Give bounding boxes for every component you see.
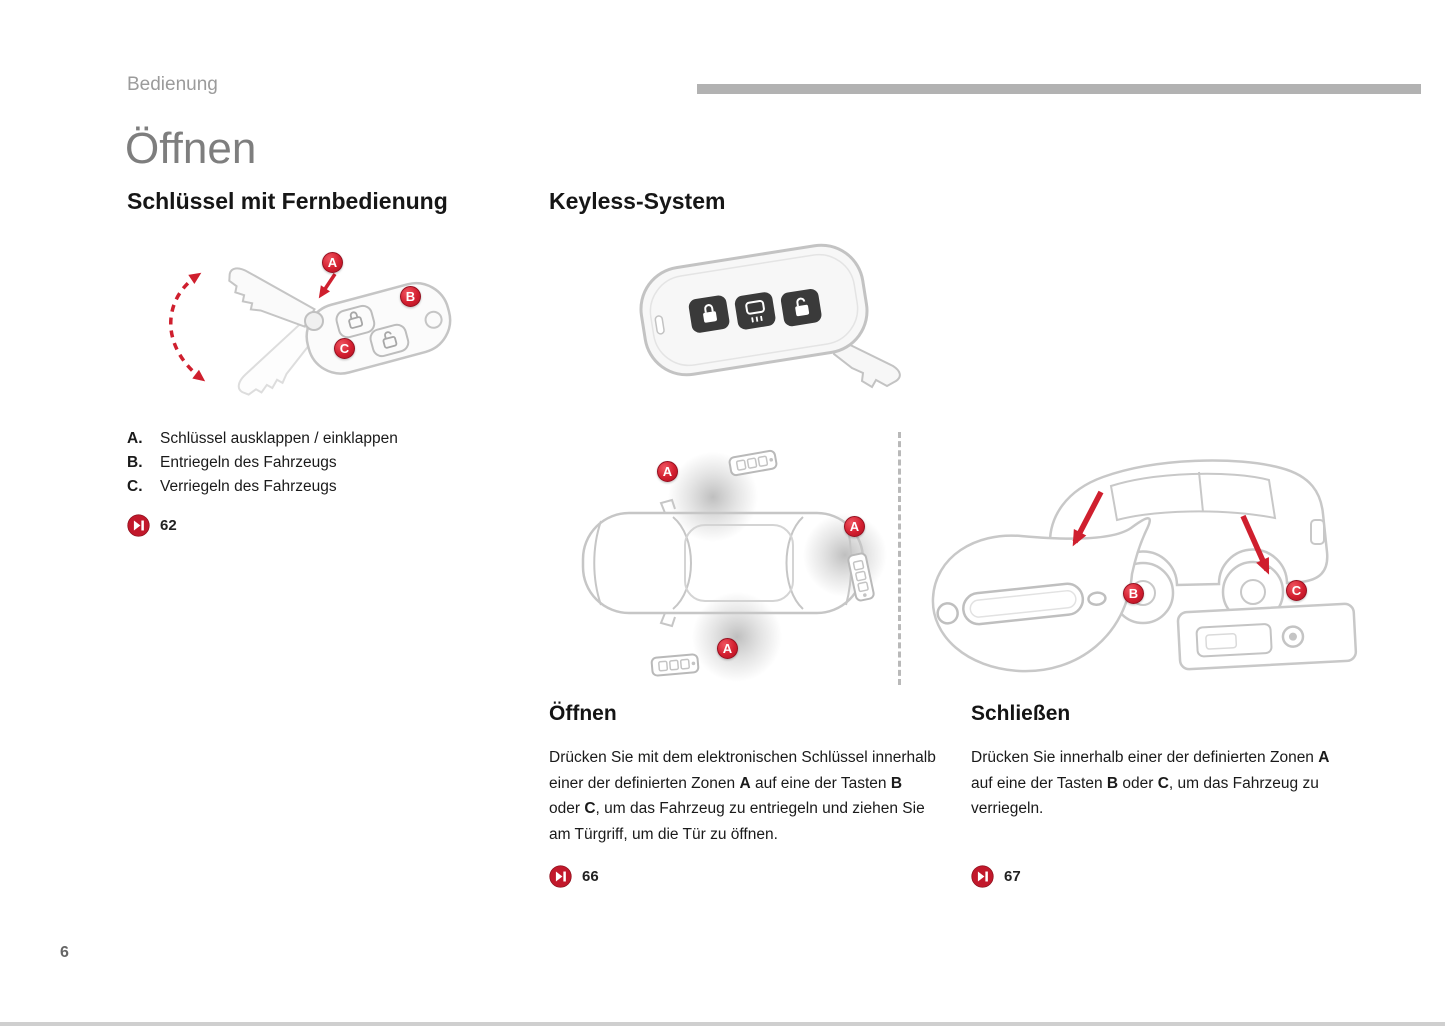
list-item: C. Verriegeln des Fahrzeugs	[127, 475, 398, 499]
flip-key-illustration	[169, 262, 452, 409]
list-item-letter: A.	[127, 430, 143, 447]
page-title: Öffnen	[125, 124, 257, 173]
car-top-view-illustration	[581, 449, 887, 682]
right-column-heading: Keyless-System	[549, 188, 726, 214]
skip-forward-icon	[971, 865, 994, 888]
page-reference: 67	[971, 865, 1021, 888]
page-number: 6	[60, 944, 69, 961]
page-reference-number: 67	[1004, 868, 1021, 885]
left-column-heading: Schlüssel mit Fernbedienung	[127, 188, 448, 214]
page-reference-number: 66	[582, 868, 599, 885]
list-item: B. Entriegeln des Fahrzeugs	[127, 451, 398, 475]
page-reference: 62	[127, 514, 177, 537]
key-marker-b: B	[400, 286, 421, 307]
section-header: Bedienung	[127, 74, 218, 95]
keyless-fob-illustration	[639, 243, 901, 389]
page-reference-number: 62	[160, 517, 177, 534]
dashed-divider	[898, 432, 901, 685]
keyless-fob-figure	[606, 226, 906, 406]
open-subsection-heading: Öffnen	[549, 702, 617, 725]
car-rear-illustration	[931, 459, 1358, 673]
key-marker-a: A	[322, 252, 343, 273]
list-item-text: Schlüssel ausklappen / einklappen	[160, 430, 398, 447]
close-subsection-heading: Schließen	[971, 702, 1071, 725]
page-reference: 66	[549, 865, 599, 888]
zone-marker-a2: A	[844, 516, 865, 537]
close-subsection-paragraph: Drücken Sie innerhalb einer der definier…	[971, 749, 1330, 817]
flip-key-figure: A B C	[138, 233, 468, 418]
list-item: A. Schlüssel ausklappen / einklappen	[127, 427, 398, 451]
open-subsection-paragraph: Drücken Sie mit dem elektronischen Schlü…	[549, 749, 936, 843]
key-marker-c: C	[334, 338, 355, 359]
skip-forward-icon	[549, 865, 572, 888]
zone-marker-a3: A	[717, 638, 738, 659]
header-rule-bar	[697, 84, 1421, 94]
handle-marker-b: B	[1123, 583, 1144, 604]
tailgate-marker-c: C	[1286, 580, 1307, 601]
list-item-letter: B.	[127, 454, 143, 471]
skip-forward-icon	[127, 514, 150, 537]
keyless-zones-figure: A A A	[545, 425, 897, 695]
list-item-text: Verriegeln des Fahrzeugs	[160, 478, 337, 495]
page-bottom-edge	[0, 1022, 1445, 1026]
list-item-text: Entriegeln des Fahrzeugs	[160, 454, 337, 471]
list-item-letter: C.	[127, 478, 143, 495]
zone-marker-a1: A	[657, 461, 678, 482]
key-legend-list: A. Schlüssel ausklappen / einklappen B. …	[127, 427, 398, 499]
door-handle-figure: B C	[915, 420, 1360, 698]
close-subsection: Schließen Drücken Sie innerhalb einer de…	[971, 702, 1349, 822]
open-subsection: Öffnen Drücken Sie mit dem elektronische…	[549, 702, 937, 847]
